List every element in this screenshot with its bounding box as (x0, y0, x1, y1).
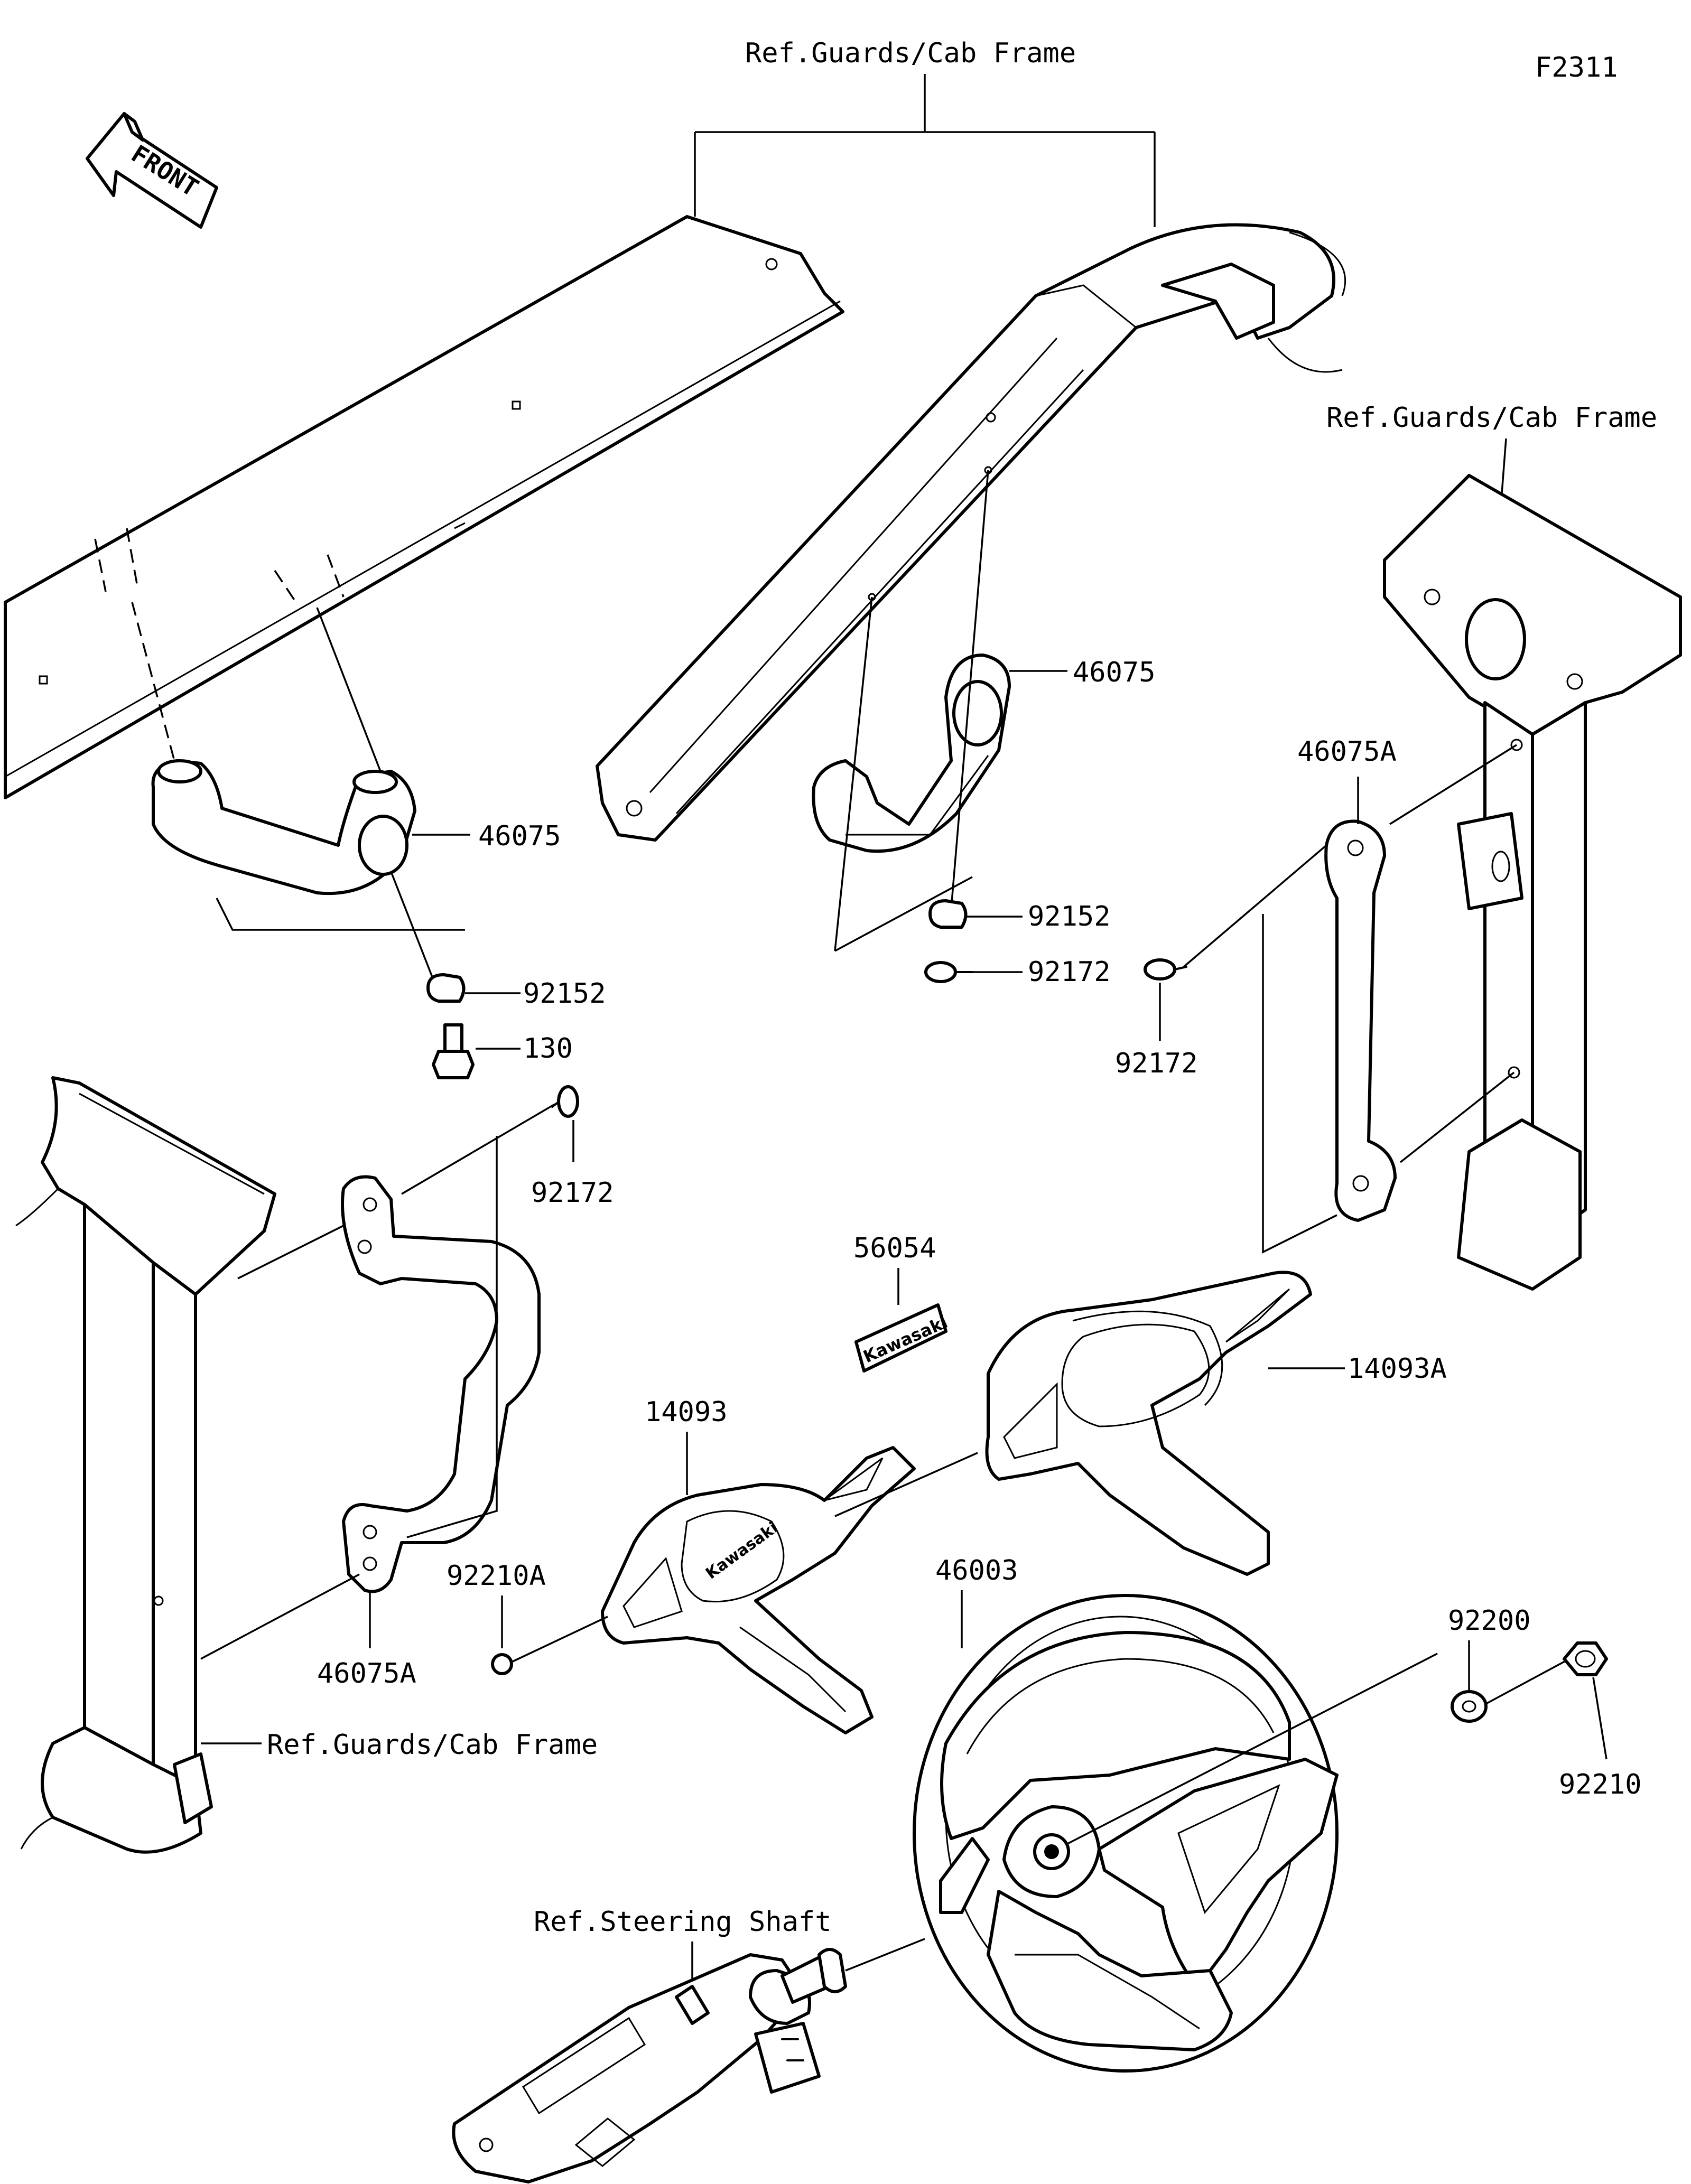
ref-cab-frame-top: Ref.Guards/Cab Frame (745, 38, 1076, 69)
nut-wheel: 92210 (1559, 1641, 1642, 1800)
label-cover-14093A: 14093A (1348, 1353, 1447, 1385)
steering-shaft: Ref.Steering Shaft (452, 1906, 925, 2183)
ref-cab-frame-right: Ref.Guards/Cab Frame (1326, 402, 1657, 434)
label-grip-lower-left: 46075A (317, 1658, 416, 1690)
label-emblem: 56054 (853, 1233, 936, 1264)
label-screw-center: 92172 (1028, 956, 1111, 988)
grip-right: 46075A 92172 (1115, 736, 1517, 1254)
label-nut-wheel: 92210 (1559, 1769, 1642, 1800)
label-washer: 92200 (1448, 1605, 1531, 1637)
label-grip-center: 46075 (1073, 657, 1156, 688)
roof-panel (4, 215, 844, 799)
ref-steering-shaft: Ref.Steering Shaft (534, 1906, 832, 1938)
ref-cab-frame-left: Ref.Guards/Cab Frame (267, 1729, 598, 1761)
label-screw-left: 92172 (531, 1177, 614, 1209)
emblem: 56054 Kawasaki (853, 1233, 951, 1373)
cab-pillar-right: Ref.Guards/Cab Frame (1326, 402, 1682, 1291)
cab-bar-center (596, 223, 1346, 842)
grip-left: 46075 (131, 602, 561, 931)
front-arrow-icon: FRONT (86, 112, 218, 229)
fasteners-center: 92152 92172 (924, 899, 1111, 988)
figure-code: F2311 (1535, 52, 1618, 83)
ref-bracket-top: Ref.Guards/Cab Frame (694, 38, 1156, 227)
label-bolt-left: 130 (523, 1033, 573, 1065)
label-steering-wheel: 46003 (935, 1555, 1018, 1586)
grip-center: 46075 (812, 470, 1156, 952)
label-grip-right: 46075A (1297, 736, 1397, 768)
label-screw-right: 92172 (1115, 1048, 1198, 1079)
washer: 92200 (1448, 1605, 1570, 1723)
label-nut-center: 92152 (1028, 901, 1111, 932)
label-screw-cover: 92210A (447, 1560, 546, 1592)
fasteners-left: 92152 130 (390, 871, 606, 1079)
screw-cover: 92210A (447, 1560, 608, 1675)
label-cover-14093: 14093 (645, 1396, 728, 1428)
cover-14093A: 14093A (985, 1271, 1447, 1576)
steering-wheel: 46003 (913, 1555, 1438, 2073)
cab-pillar-left: Ref.Guards/Cab Frame (15, 1076, 598, 1854)
label-grip-left: 46075 (478, 820, 561, 852)
grip-lower-left: 46075A 92172 (200, 1085, 614, 1690)
cover-14093: 14093 Kawasaki (601, 1396, 978, 1734)
label-nut-left: 92152 (523, 978, 606, 1010)
